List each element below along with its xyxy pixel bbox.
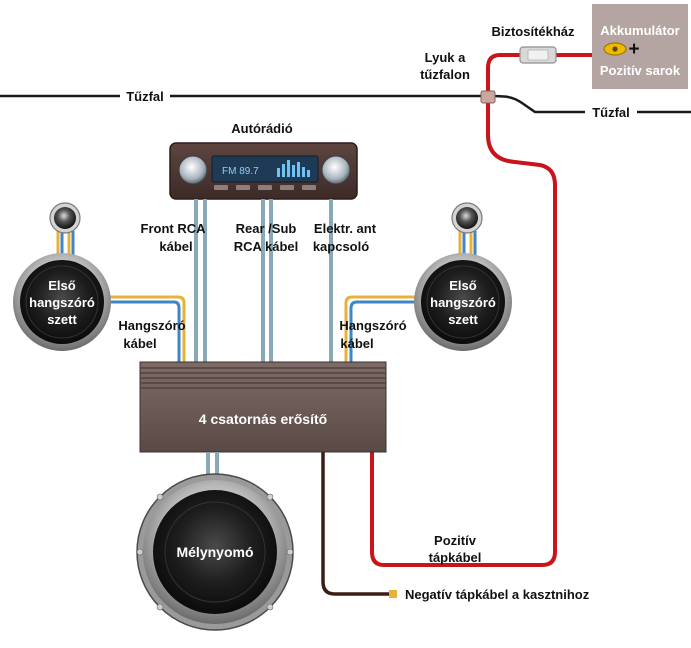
rear-rca-label-line2: RCA kábel: [234, 239, 299, 254]
firewall-label-left: Tűzfal: [126, 89, 164, 104]
radio-equalizer-bars: [277, 160, 310, 177]
right-speaker: [414, 253, 512, 351]
firewall-hole-label-line2: tűzfalon: [420, 67, 470, 82]
left-speaker-cable: [56, 231, 186, 362]
radio-volume-knob: [178, 155, 208, 185]
positive-power-cable: [370, 53, 594, 567]
battery-plus-sign: +: [628, 39, 639, 60]
left-tweeter: [49, 202, 81, 234]
firewall-label-right: Tűzfal: [592, 105, 630, 120]
antenna-label-line1: Elektr. ant: [314, 221, 377, 236]
subwoofer: [136, 473, 294, 631]
left-speaker-label-line3: szett: [47, 312, 77, 327]
front-rca-label-line2: kábel: [159, 239, 192, 254]
radio-display: [211, 155, 319, 183]
amplifier: [139, 361, 387, 453]
rear-rca-cable: [261, 199, 273, 362]
car-radio: [169, 142, 358, 200]
positive-cable-label-line1: Pozitív: [434, 533, 477, 548]
amplifier-label: 4 csatornás erősítő: [199, 411, 327, 427]
front-rca-cable: [194, 199, 207, 362]
subwoofer-label: Mélynyomó: [176, 544, 253, 560]
right-tweeter: [451, 202, 483, 234]
radio-tuning-knob: [321, 155, 351, 185]
right-speaker-cable-label-line2: kábel: [340, 336, 373, 351]
radio-preset-buttons: [214, 185, 316, 190]
right-speaker-label-line1: Első: [449, 278, 477, 293]
left-speaker-cable-label-line1: Hangszóró: [118, 318, 185, 333]
firewall-hole-label-line1: Lyuk a: [425, 50, 466, 65]
battery: [592, 4, 688, 89]
battery-positive-label: Pozitív sarok: [600, 63, 681, 78]
radio-title: Autórádió: [231, 121, 292, 136]
rear-rca-label-line1: Rear /Sub: [236, 221, 297, 236]
fuse-holder: [519, 46, 557, 64]
left-speaker: [13, 253, 111, 351]
fuse-holder-label: Biztosítékház: [491, 24, 575, 39]
radio-display-text: FM 89.7: [222, 166, 259, 177]
right-speaker-label-line2: hangszóró: [430, 295, 496, 310]
battery-title: Akkumulátor: [600, 23, 679, 38]
ground-cable: [321, 452, 397, 598]
positive-cable-label-line2: tápkábel: [429, 550, 482, 565]
antenna-label-line2: kapcsoló: [313, 239, 369, 254]
firewall-line: [0, 94, 691, 114]
firewall-grommet: [480, 90, 496, 104]
right-speaker-cable-label-line1: Hangszóró: [339, 318, 406, 333]
left-speaker-label-line2: hangszóró: [29, 295, 95, 310]
negative-cable-label: Negatív tápkábel a kasztnihoz: [405, 587, 590, 602]
front-rca-label-line1: Front RCA: [141, 221, 207, 236]
left-speaker-label-line1: Első: [48, 278, 76, 293]
right-speaker-label-line3: szett: [448, 312, 478, 327]
left-speaker-cable-label-line2: kábel: [123, 336, 156, 351]
